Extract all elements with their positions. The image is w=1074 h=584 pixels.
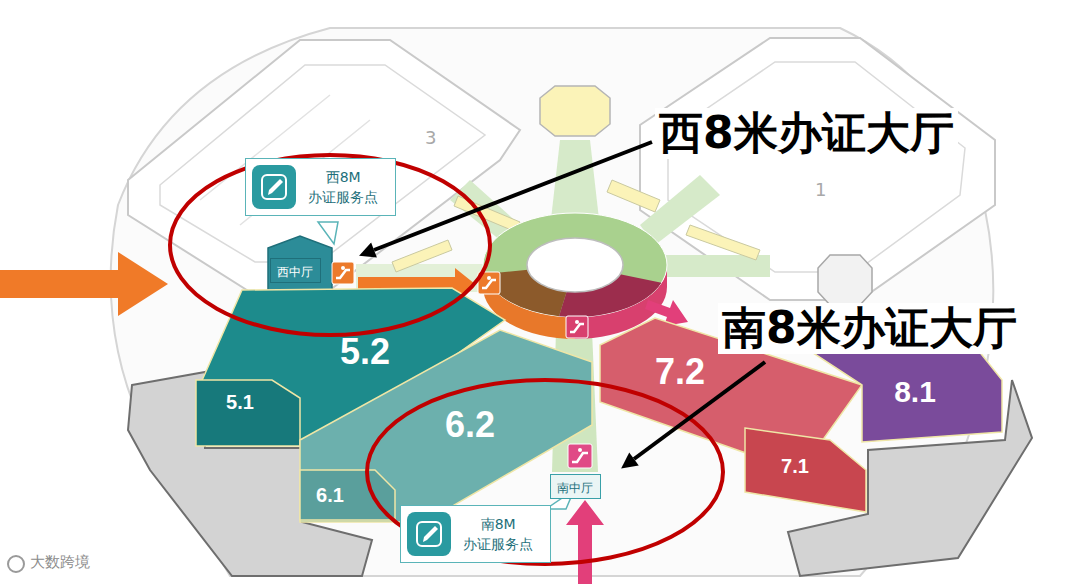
hall-wing	[640, 38, 995, 300]
watermark: 大数跨境	[30, 554, 90, 571]
icon-pencil	[268, 179, 283, 195]
yellow-strip	[686, 225, 760, 260]
exhibition-hall: 5.1	[196, 380, 300, 446]
hall-floor	[300, 470, 395, 520]
wing-inner-line	[668, 62, 965, 272]
escalator-symbol	[336, 270, 350, 278]
escalator-symbol	[482, 280, 496, 288]
escalator-icon-bg	[332, 262, 354, 284]
ring-top	[483, 213, 667, 317]
icon-pencil	[423, 526, 438, 542]
wing-inner-line	[160, 65, 485, 262]
escalator-symbol	[575, 320, 579, 324]
hall-shape	[300, 470, 395, 520]
icon-bg	[407, 512, 451, 556]
exhibition-hall: 6.1	[300, 470, 395, 520]
hall-number: 6.1	[316, 484, 344, 507]
service-point-callout: 南8M 办证服务点	[400, 505, 551, 563]
service-point-callout: 西8M 办证服务点	[245, 158, 396, 216]
hall-number: 7.2	[655, 351, 705, 393]
hall-number: 3	[425, 128, 436, 149]
callout-heading: 南8米办证大厅	[718, 303, 1021, 354]
hall-number: 5.2	[340, 331, 390, 373]
icon-bg	[252, 165, 296, 209]
service-point-name: 南8M 办证服务点	[459, 514, 537, 554]
yellow-strip	[454, 196, 520, 232]
ring-hole	[527, 238, 623, 292]
entrance-arrow	[566, 500, 604, 584]
yellow-strip	[392, 240, 452, 272]
hall-lobby-tag: 西中厅	[270, 258, 321, 283]
escalator-symbol	[578, 448, 582, 452]
icon-frame	[417, 522, 441, 546]
escalator-symbol	[487, 276, 491, 280]
escalator-icon	[478, 272, 500, 294]
pencil-icon	[252, 165, 296, 209]
escalator-icon-bg	[568, 444, 592, 468]
escalator-icon	[568, 444, 592, 468]
yellow-strip	[607, 180, 660, 212]
hall-lobby-tag: 南中厅	[550, 474, 601, 499]
hall-floor	[196, 380, 300, 446]
hall-number: 5.1	[226, 391, 254, 414]
tower	[540, 86, 610, 136]
callout-heading: 西8米办证大厅	[655, 108, 958, 159]
building-outline	[111, 28, 994, 576]
escalator-symbol	[341, 266, 345, 270]
watermark-logo	[8, 556, 24, 572]
leader-arrow	[374, 142, 652, 250]
hall-number: 8.1	[894, 375, 936, 409]
lobby-name: 西中厅	[277, 264, 313, 280]
hall-number: 6.2	[445, 404, 495, 446]
escalator-symbol	[572, 453, 588, 462]
hall-number: 1	[815, 180, 826, 201]
escalator-icon	[566, 316, 588, 338]
hall-floor	[300, 330, 592, 522]
hall-floor	[745, 428, 866, 512]
escalator-icon	[332, 262, 354, 284]
tower	[818, 255, 872, 305]
hall-number: 7.1	[781, 455, 809, 478]
exhibition-hall: 7.1	[745, 428, 866, 512]
hall-shape	[196, 380, 300, 446]
service-point-name: 西8M 办证服务点	[304, 167, 382, 207]
pencil-icon	[407, 512, 451, 556]
lobby-name: 南中厅	[557, 480, 593, 496]
callout-pointer	[318, 222, 338, 244]
escalator-icon-bg	[566, 316, 588, 338]
escalator-symbol	[570, 324, 584, 332]
entrance-arrow	[0, 252, 168, 316]
escalator-icon-bg	[478, 272, 500, 294]
icon-frame	[262, 175, 286, 199]
